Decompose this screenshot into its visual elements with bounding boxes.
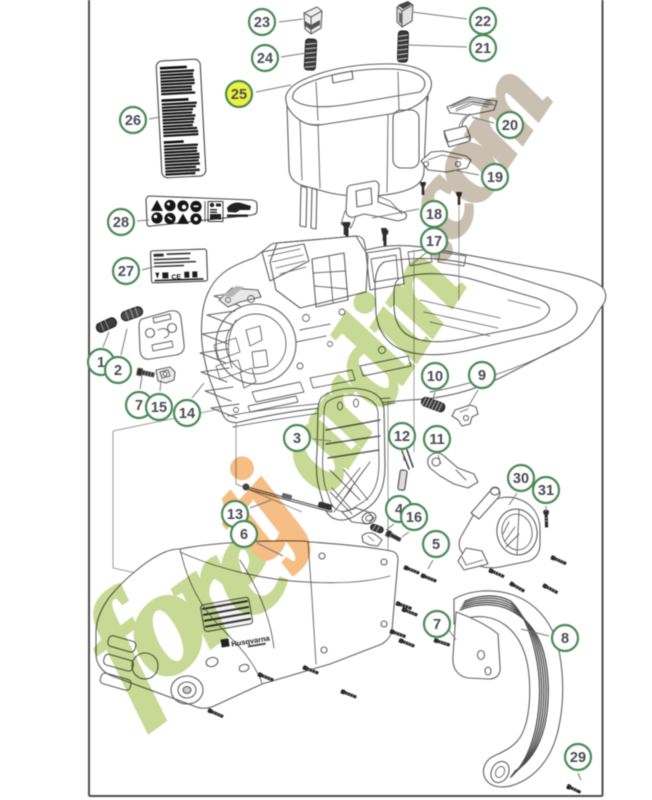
svg-text:5: 5 [432,537,440,553]
svg-text:18: 18 [426,207,442,223]
svg-text:1: 1 [97,355,105,371]
svg-text:4: 4 [395,502,403,518]
svg-text:12: 12 [394,429,410,445]
svg-text:2: 2 [114,363,122,379]
svg-text:28: 28 [113,215,129,231]
svg-text:15: 15 [151,400,167,416]
svg-text:20: 20 [502,118,518,134]
svg-text:6: 6 [240,527,248,543]
svg-text:10: 10 [427,369,443,385]
svg-text:29: 29 [570,750,586,766]
svg-text:23: 23 [254,15,270,31]
svg-text:8: 8 [561,631,569,647]
svg-text:9: 9 [478,368,486,384]
svg-text:27: 27 [118,264,134,280]
svg-text:11: 11 [429,432,444,448]
svg-text:17: 17 [426,234,442,250]
svg-text:19: 19 [487,170,503,186]
svg-text:30: 30 [513,471,529,487]
svg-text:CE: CE [171,274,181,281]
svg-text:21: 21 [475,41,491,57]
svg-text:16: 16 [406,510,422,526]
svg-text:24: 24 [257,51,273,67]
svg-text:22: 22 [475,14,491,30]
svg-text:31: 31 [538,483,554,499]
svg-text:3: 3 [293,431,301,447]
svg-text:7: 7 [135,398,143,414]
svg-text:7: 7 [433,617,441,633]
svg-text:25: 25 [231,87,247,103]
svg-text:13: 13 [227,507,243,523]
svg-text:14: 14 [179,406,195,422]
svg-text:26: 26 [125,113,141,129]
